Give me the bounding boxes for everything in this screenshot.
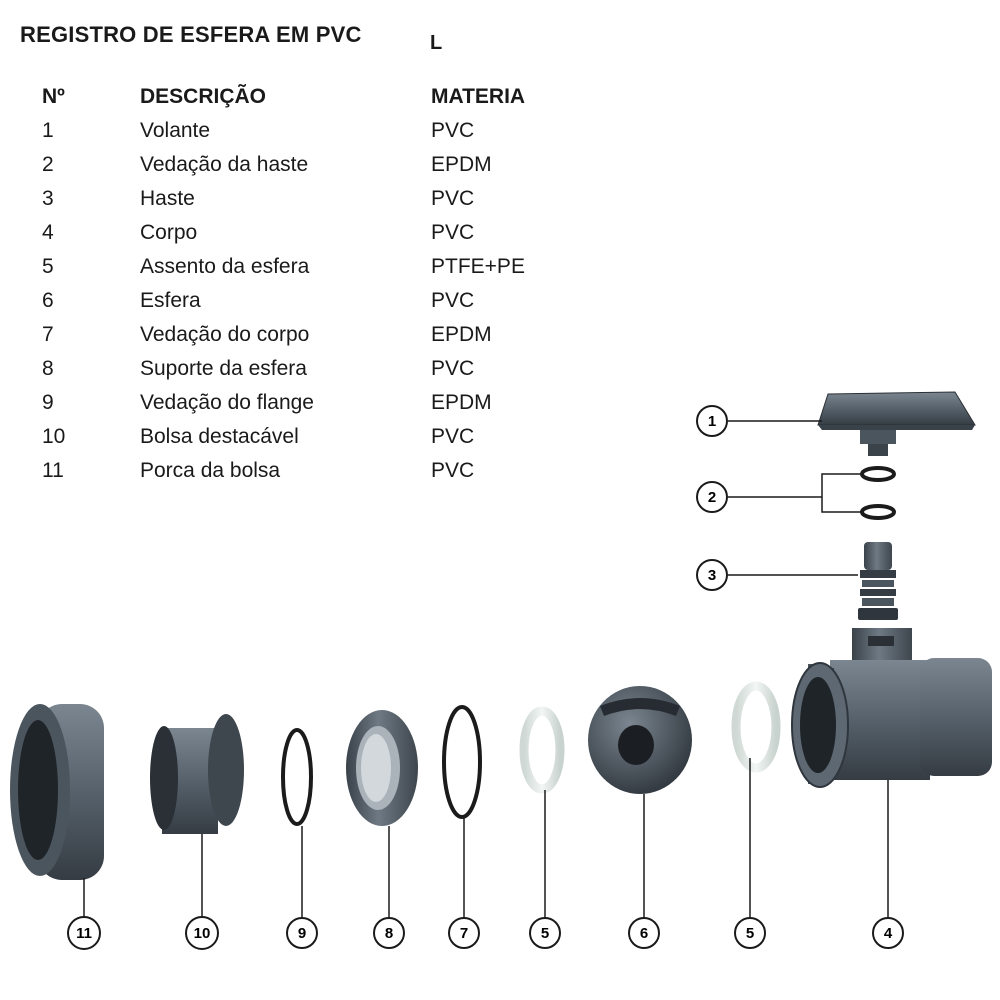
row-number: 7 [42, 323, 54, 346]
callout-5-left: 5 [529, 917, 561, 949]
row-material: PVC [431, 289, 475, 312]
title-letter: L [430, 32, 443, 54]
seat-right-part [731, 681, 781, 773]
table-row: 1 Volante PVC [0, 119, 600, 153]
callout-4: 4 [872, 917, 904, 949]
table-row: 5 Assento da esfera PTFE+PE [0, 255, 600, 289]
table-row: 4 Corpo PVC [0, 221, 600, 255]
callout-3: 3 [696, 559, 728, 591]
flange-seal-part [281, 728, 313, 826]
ball-support-part [346, 710, 418, 826]
row-material: EPDM [431, 391, 492, 414]
row-description: Assento da esfera [140, 255, 310, 278]
table-row: 6 Esfera PVC [0, 289, 600, 323]
table-row: 10 Bolsa destacável PVC [0, 425, 600, 459]
row-description: Suporte da esfera [140, 357, 307, 380]
callout-9: 9 [286, 917, 318, 949]
callout-7: 7 [448, 917, 480, 949]
row-material: PTFE+PE [431, 255, 525, 278]
callout-label: 5 [746, 925, 754, 942]
row-material: EPDM [431, 153, 492, 176]
row-description: Porca da bolsa [140, 459, 281, 482]
row-material: PVC [431, 187, 475, 210]
callout-label: 7 [460, 925, 468, 942]
row-description: Vedação do corpo [140, 323, 310, 346]
callout-6: 6 [628, 917, 660, 949]
callout-1: 1 [696, 405, 728, 437]
page-title: REGISTRO DE ESFERA EM PVC [20, 22, 362, 47]
callout-label: 1 [708, 413, 716, 430]
callout-5-right: 5 [734, 917, 766, 949]
table-row: 8 Suporte da esfera PVC [0, 357, 600, 391]
callout-8: 8 [373, 917, 405, 949]
callout-label: 5 [541, 925, 549, 942]
row-number: 1 [42, 119, 54, 142]
table-row: 2 Vedação da haste EPDM [0, 153, 600, 187]
row-number: 2 [42, 153, 54, 176]
row-material: PVC [431, 119, 475, 142]
header-number: Nº [42, 85, 65, 108]
row-description: Corpo [140, 221, 198, 244]
row-material: PVC [431, 425, 475, 448]
header-description: DESCRIÇÃO [140, 85, 267, 108]
row-description: Esfera [140, 289, 201, 312]
union-nut-part [10, 704, 104, 880]
callout-label: 8 [385, 925, 393, 942]
callout-label: 9 [298, 925, 306, 942]
stem-seal-part [860, 466, 896, 520]
ball-part [588, 686, 692, 794]
callout-label: 6 [640, 925, 648, 942]
handle-part [817, 391, 976, 456]
body-seal-part [442, 705, 482, 819]
row-number: 3 [42, 187, 54, 210]
callout-2: 2 [696, 481, 728, 513]
row-material: PVC [431, 221, 475, 244]
row-number: 6 [42, 289, 54, 312]
row-number: 11 [42, 459, 64, 482]
row-number: 5 [42, 255, 54, 278]
table-row: 7 Vedação do corpo EPDM [0, 323, 600, 357]
callout-10: 10 [185, 916, 219, 950]
header-material: MATERIA [431, 85, 526, 108]
row-material: PVC [431, 357, 475, 380]
table-row: 3 Haste PVC [0, 187, 600, 221]
row-number: 9 [42, 391, 54, 414]
row-number: 10 [42, 425, 66, 448]
row-description: Haste [140, 187, 195, 210]
seat-left-part [519, 706, 565, 794]
row-description: Volante [140, 119, 211, 142]
callout-11: 11 [67, 916, 101, 950]
body-part [791, 628, 992, 788]
union-end-part [150, 714, 244, 834]
table-row: 11 Porca da bolsa PVC [0, 459, 600, 493]
row-description: Bolsa destacável [140, 425, 299, 448]
stem-part [858, 542, 898, 620]
row-material: EPDM [431, 323, 492, 346]
leader-lines [83, 420, 889, 918]
row-description: Vedação da haste [140, 153, 309, 176]
row-description: Vedação do flange [140, 391, 314, 414]
callout-label: 4 [884, 925, 893, 942]
callout-label: 11 [76, 925, 92, 942]
callout-label: 10 [194, 925, 211, 942]
callout-label: 3 [708, 567, 716, 584]
row-material: PVC [431, 459, 475, 482]
callout-label: 2 [708, 489, 716, 506]
row-number: 8 [42, 357, 54, 380]
row-number: 4 [42, 221, 54, 244]
table-row: 9 Vedação do flange EPDM [0, 391, 600, 425]
